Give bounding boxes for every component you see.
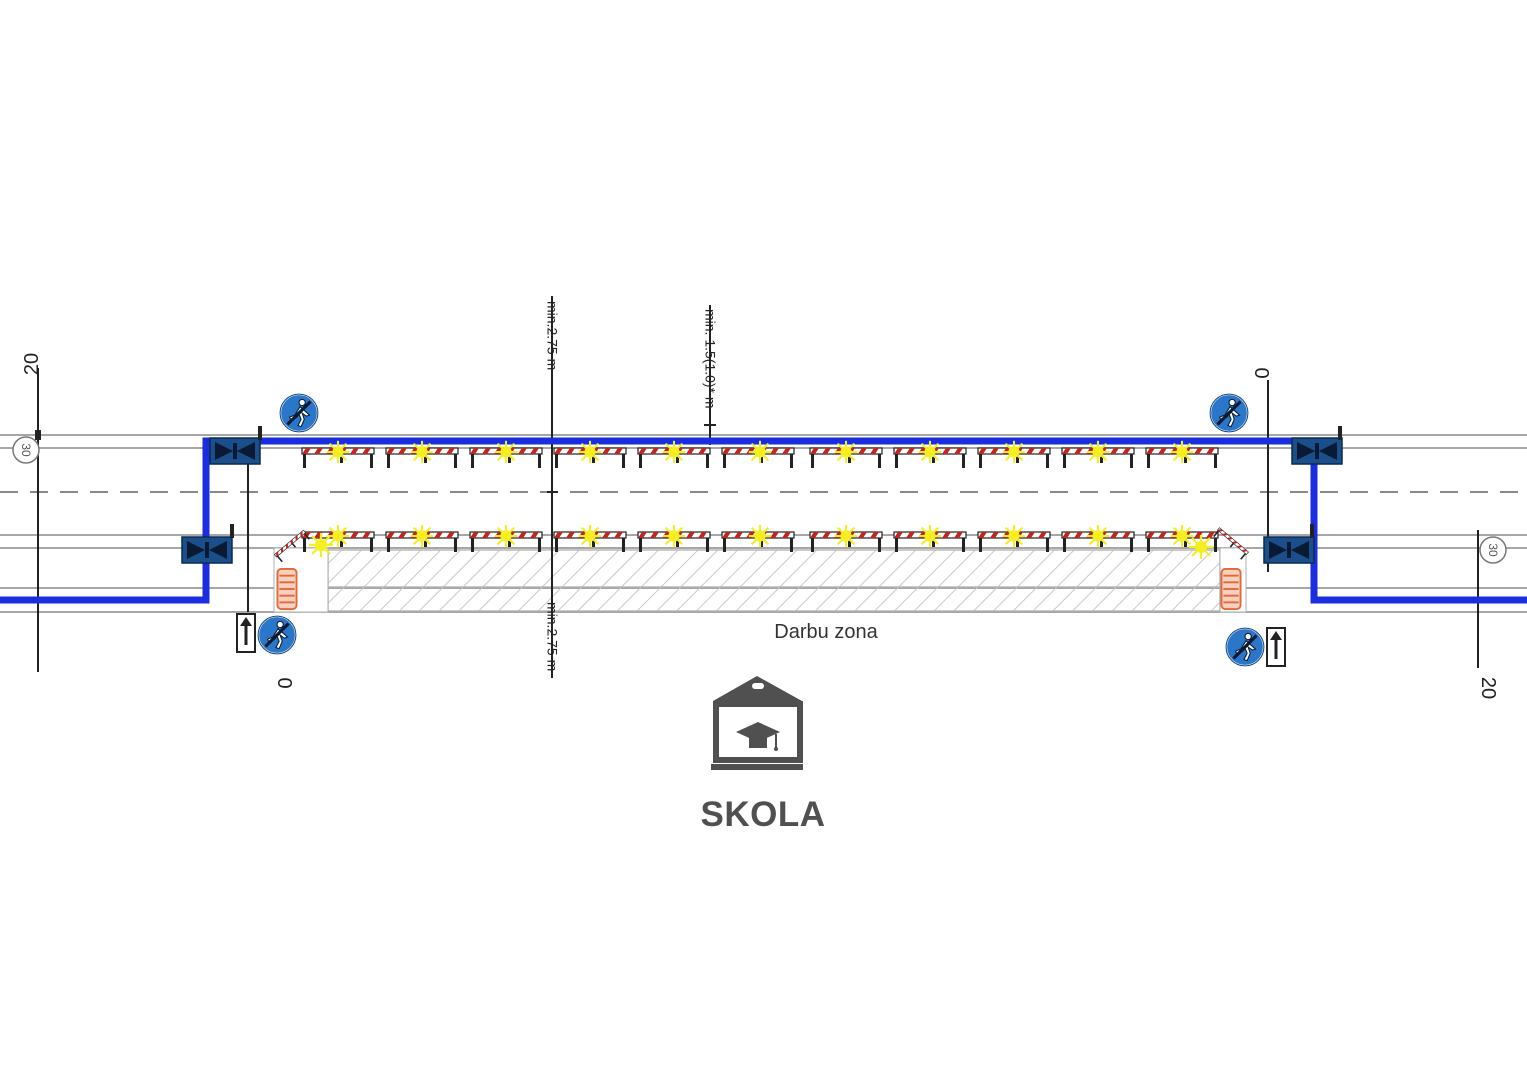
barrier-warning-lamp-icon: [747, 523, 773, 549]
barrier-warning-lamp-icon: [661, 523, 687, 549]
barrier-warning-lamp-icon: [1187, 533, 1215, 561]
pedestrian-path-right: [1310, 441, 1527, 604]
traffic-light-icon: [1291, 437, 1343, 465]
barrier-warning-lamp-icon: [917, 439, 943, 465]
ramp-right-icon: [1220, 568, 1242, 610]
traffic-light-post: [1338, 426, 1342, 440]
barrier-warning-lamp-icon: [325, 523, 351, 549]
barrier-warning-lamp-icon: [1169, 439, 1195, 465]
traffic-light-post: [258, 426, 262, 440]
barrier-warning-lamp-icon: [1085, 439, 1111, 465]
passage-sign-icon: [236, 612, 256, 654]
pedestrian-sign-icon: [1224, 626, 1266, 668]
dimension-label-top: min.2.75 m: [545, 301, 561, 370]
barrier-warning-lamp-icon: [747, 439, 773, 465]
ramp-left-icon: [276, 568, 298, 610]
dimension-label-bottom: min.2.75 m: [545, 602, 561, 671]
barrier-warning-lamp-icon: [833, 523, 859, 549]
barrier-warning-lamp-icon: [577, 439, 603, 465]
speed-limit-sign-right: 30: [1479, 536, 1507, 564]
barrier-warning-lamp-icon: [917, 523, 943, 549]
pedestrian-sign-icon: [1208, 392, 1250, 434]
barrier-warning-lamp-icon: [409, 439, 435, 465]
speed-limit-value: 30: [1486, 543, 1500, 557]
work-zone-label: Darbu zona: [774, 621, 878, 643]
speed-limit-value: 30: [19, 443, 33, 457]
pedestrian-sign-icon: [256, 614, 298, 656]
traffic-light-icon: [1263, 536, 1315, 564]
dimension-lines: [547, 296, 716, 678]
distance-label-right-0: 0: [1250, 367, 1272, 378]
school-building-icon: [711, 676, 803, 770]
barrier-warning-lamp-icon: [409, 523, 435, 549]
school-label: SKOLA: [700, 795, 826, 834]
barrier-warning-lamp-icon: [1085, 523, 1111, 549]
barrier-warning-lamp-icon: [1169, 523, 1195, 549]
speed-limit-sign-left: 30: [12, 436, 40, 464]
barrier-warning-lamp-icon: [325, 439, 351, 465]
distance-tick-left: [35, 430, 41, 440]
distance-label-left-20: 20: [21, 353, 43, 375]
traffic-light-icon: [209, 437, 261, 465]
passage-sign-icon: [1266, 626, 1286, 668]
dimension-label-center: min. 1.5(1.0)* m: [703, 309, 719, 409]
traffic-light-post: [230, 524, 234, 538]
barrier-warning-lamp-icon: [833, 439, 859, 465]
traffic-light-post: [1310, 524, 1314, 538]
barrier-warning-lamp-icon: [661, 439, 687, 465]
distance-label-left-0: 0: [273, 677, 295, 688]
barrier-warning-lamp-icon: [577, 523, 603, 549]
barrier-warning-lamp-icon: [1001, 523, 1027, 549]
barrier-warning-lamp-icon: [1001, 439, 1027, 465]
pedestrian-sign-icon: [278, 392, 320, 434]
traffic-light-icon: [181, 536, 233, 564]
barrier-warning-lamp-icon: [493, 439, 519, 465]
distance-label-right-20: 20: [1477, 677, 1499, 699]
barrier-warning-lamp-icon: [493, 523, 519, 549]
work-zone-area: [327, 549, 1221, 612]
